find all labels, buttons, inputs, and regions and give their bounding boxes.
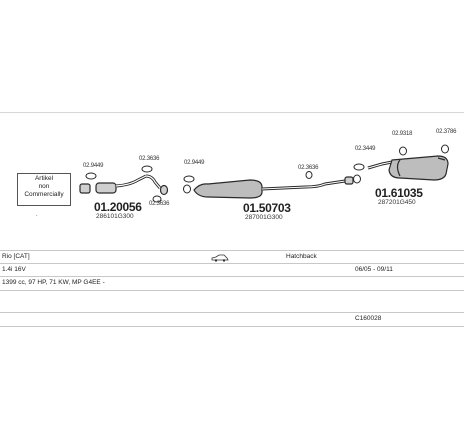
part-code: 02.3636 — [139, 156, 160, 162]
part-code: 02.9449 — [184, 160, 205, 166]
notice-dot: . — [36, 212, 38, 218]
part-code: 02.3786 — [436, 129, 457, 135]
table-divider — [0, 326, 464, 327]
table-divider — [0, 312, 464, 313]
front-pipe-part — [79, 174, 169, 196]
notice-line: non — [38, 183, 50, 190]
vehicle-body: Hatchback — [286, 253, 317, 260]
part-code: 02.3449 — [355, 146, 376, 152]
table-divider — [0, 250, 464, 251]
vehicle-engine: 1.4i 16V — [2, 266, 26, 273]
non-commercial-notice: Artikel non Commercially — [17, 173, 71, 206]
oem-number: 286101G300 — [96, 213, 134, 220]
table-divider — [0, 276, 464, 277]
part-number[interactable]: 01.50703 — [243, 201, 291, 215]
oem-number: 287201G450 — [378, 199, 416, 206]
rear-muffler-part — [367, 155, 449, 181]
part-code: 02.3636 — [149, 201, 170, 207]
car-body-icon — [211, 254, 229, 262]
vehicle-years: 06/05 - 09/11 — [355, 266, 393, 273]
part-code: 02.9449 — [83, 163, 104, 169]
notice-line: Commercially — [24, 191, 64, 198]
part-number[interactable]: 01.20056 — [94, 200, 142, 214]
part-number[interactable]: 01.61035 — [375, 186, 423, 200]
kit-code: C160028 — [355, 315, 382, 322]
notice-line: Artikel — [34, 175, 54, 182]
table-divider — [0, 263, 464, 264]
oem-number: 287001G300 — [245, 214, 283, 221]
vehicle-specs: 1399 cc, 97 HP, 71 KW, MP G4EE - — [2, 279, 105, 286]
diagram-frame — [0, 112, 464, 251]
part-code: 02.9318 — [392, 131, 413, 137]
gaskets — [85, 144, 449, 203]
vehicle-model: Rio [CAT] — [2, 253, 30, 260]
center-muffler-part — [193, 176, 354, 199]
part-code: 02.3636 — [298, 165, 319, 171]
exhaust-system-diagram — [79, 144, 449, 203]
table-divider — [0, 290, 464, 291]
